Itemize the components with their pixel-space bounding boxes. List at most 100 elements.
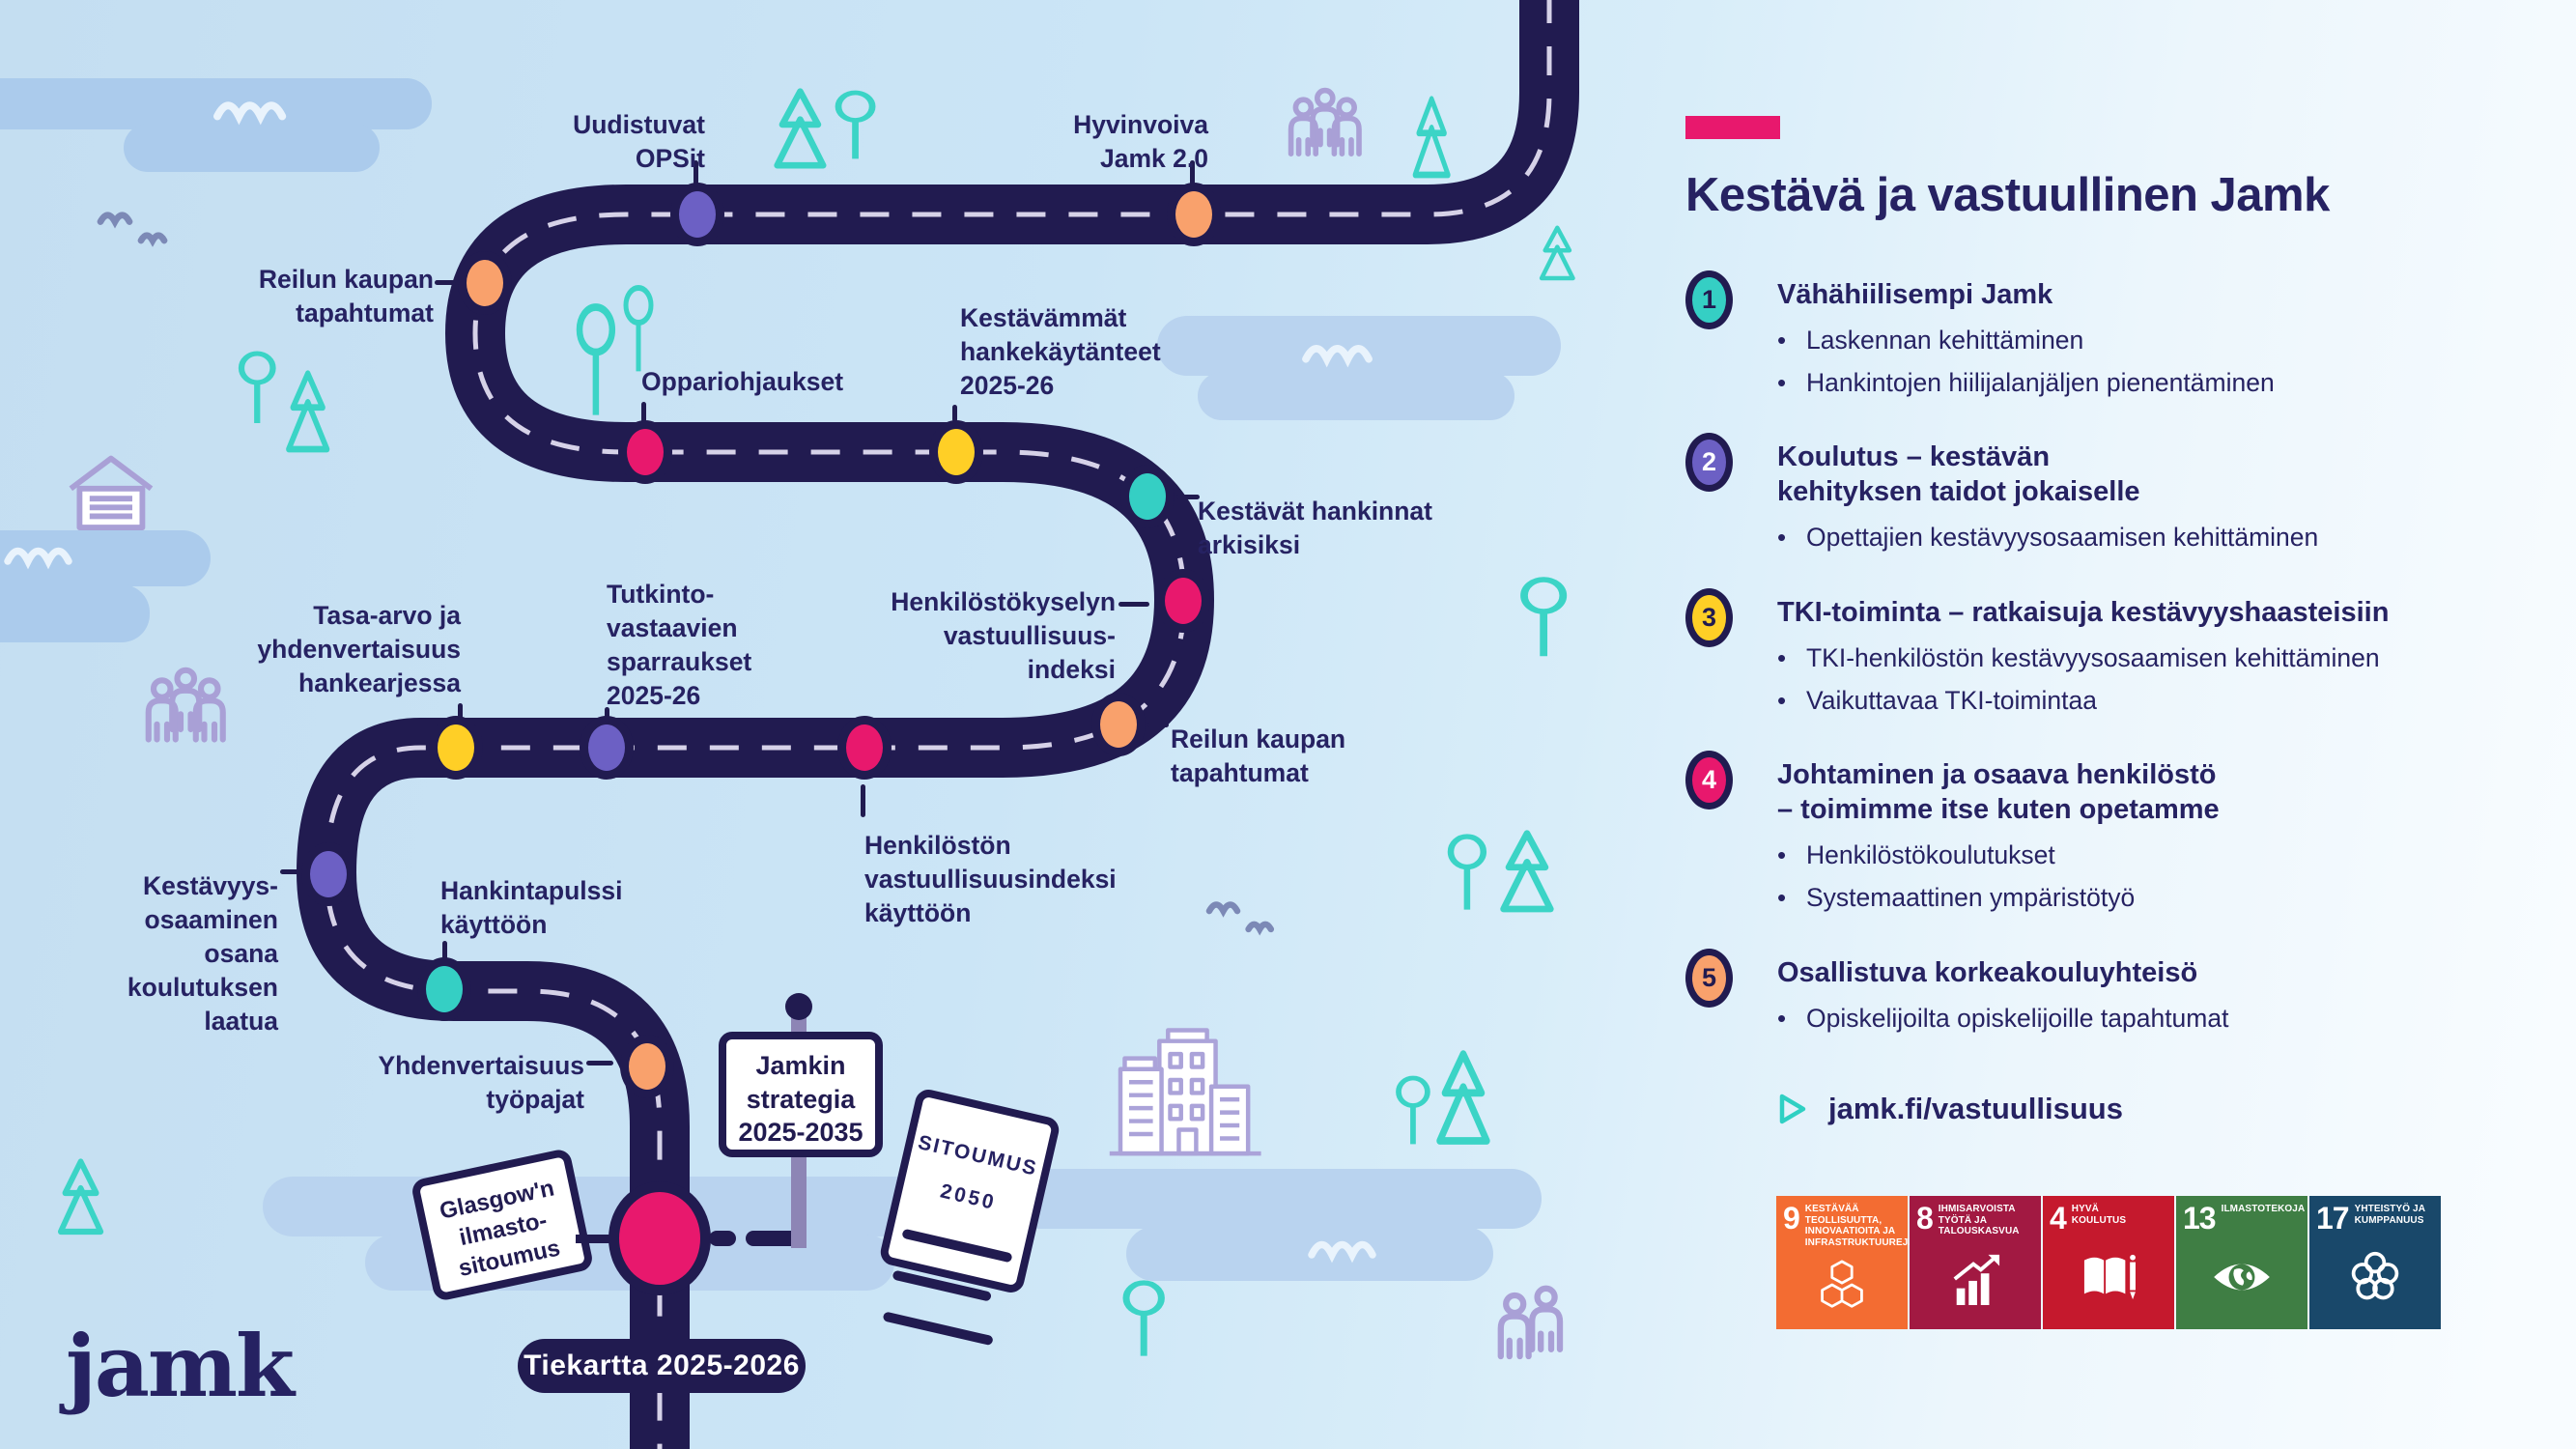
tick bbox=[694, 160, 698, 187]
tick bbox=[1190, 160, 1195, 187]
milestone-dot bbox=[580, 716, 634, 780]
goal-heading: TKI-toiminta – ratkaisuja kestävyyshaast… bbox=[1777, 596, 2390, 628]
cloud-mid-right bbox=[1157, 316, 1561, 420]
goal-item-2: 2 Koulutus – kestävän kehityksen taidot … bbox=[1685, 433, 2487, 553]
goal-number: 5 bbox=[1701, 962, 1717, 992]
tree-icon bbox=[1504, 834, 1551, 909]
sdg-growth-chart-icon bbox=[1953, 1255, 2000, 1306]
jamk-logo: jamk bbox=[66, 1316, 295, 1416]
road-dash bbox=[746, 1231, 806, 1246]
milestone-dot bbox=[417, 957, 471, 1021]
milestone-label: Tasa-arvo ja yhdenvertaisuus hankearjess… bbox=[257, 601, 461, 697]
buildings-icon bbox=[1110, 1030, 1261, 1153]
tick bbox=[458, 703, 463, 719]
tick bbox=[280, 869, 303, 874]
tree-icon bbox=[1415, 99, 1448, 175]
tree-icon bbox=[289, 374, 327, 449]
milestone-label: Uudistuvat OPSit bbox=[573, 110, 705, 173]
tick bbox=[1147, 723, 1169, 727]
people-pair-icon bbox=[1501, 1289, 1560, 1356]
accent-bar bbox=[1685, 116, 1780, 139]
tick bbox=[641, 402, 646, 423]
sdg-rings-icon bbox=[2351, 1251, 2399, 1300]
bullet-icon: • bbox=[1777, 1003, 1787, 1033]
milestone-dot bbox=[429, 716, 483, 780]
bullet-icon: • bbox=[1777, 685, 1787, 715]
road-centerline bbox=[324, 0, 1552, 1449]
tree-icon bbox=[1542, 228, 1572, 278]
commitment-title: SITOUMUS bbox=[916, 1131, 1040, 1180]
cloud-top-left bbox=[0, 78, 432, 172]
tick bbox=[952, 405, 957, 422]
balloon-tree-icon bbox=[838, 93, 872, 158]
goal-number: 4 bbox=[1701, 765, 1717, 795]
sdg-cubes-icon bbox=[1821, 1260, 1863, 1309]
info-panel: Kestävä ja vastuullinen Jamk 1 Vähähiili… bbox=[1685, 116, 2487, 1329]
roadmap-title-plate: Tiekartta 2025-2026 bbox=[518, 1339, 806, 1393]
goal-bullet: •Opettajien kestävyysosaamisen kehittämi… bbox=[1777, 523, 2319, 553]
road-dash bbox=[709, 1231, 736, 1246]
milestone-label: Yhdenvertaisuus työpajat bbox=[378, 1051, 584, 1114]
milestone-label: Kestävyys- osaaminen osana koulutuksen l… bbox=[127, 871, 278, 1036]
milestone-label: Henkilöstökyselyn vastuullisuus- indeksi bbox=[891, 587, 1116, 684]
play-icon bbox=[1779, 1094, 1806, 1124]
goal-heading: Osallistuva korkeakouluyhteisö bbox=[1777, 956, 2198, 988]
link-text: jamk.fi/vastuullisuus bbox=[1828, 1091, 2123, 1125]
goal-number: 1 bbox=[1701, 285, 1717, 314]
goal-number-badge: 2 bbox=[1685, 433, 1733, 493]
sdg-book-icon bbox=[2083, 1254, 2136, 1300]
road-connector bbox=[576, 1235, 614, 1243]
tree-icon bbox=[61, 1162, 100, 1233]
bullet-icon: • bbox=[1777, 368, 1787, 398]
milestone-label: Hyvinvoiva Jamk 2.0 bbox=[1073, 110, 1208, 173]
goal-item-3: 3 TKI-toiminta – ratkaisuja kestävyyshaa… bbox=[1685, 587, 2487, 716]
junction-dot bbox=[609, 1181, 711, 1295]
people-group-icon bbox=[1291, 91, 1359, 155]
milestone-dot bbox=[1120, 465, 1175, 528]
balloon-tree-icon bbox=[1126, 1283, 1161, 1356]
goal-number-badge: 1 bbox=[1685, 270, 1733, 329]
balloon-tree-icon bbox=[1524, 580, 1563, 656]
goal-bullet: •Hankintojen hiilijalanjäljen pienentämi… bbox=[1777, 368, 2275, 398]
balloon-tree-icon bbox=[580, 307, 612, 415]
commitment-year: 2050 bbox=[938, 1179, 999, 1215]
bullet-icon: • bbox=[1777, 523, 1787, 553]
goal-number: 2 bbox=[1701, 447, 1717, 477]
balloon-tree-icon bbox=[1451, 837, 1484, 910]
goal-number-badge: 4 bbox=[1685, 751, 1733, 810]
milestone-dot bbox=[1091, 693, 1146, 756]
birds-icon bbox=[1209, 905, 1271, 929]
tree-icon bbox=[1440, 1054, 1487, 1141]
people-group-icon bbox=[149, 670, 223, 740]
tick bbox=[586, 1061, 613, 1065]
balloon-tree-icon bbox=[626, 288, 651, 371]
birds-icon bbox=[100, 215, 164, 241]
milestone-label: Henkilöstön vastuullisuusindeksi käyttöö… bbox=[864, 831, 1117, 927]
tick bbox=[605, 707, 609, 723]
goal-bullet: •Laskennan kehittäminen bbox=[1777, 325, 2084, 355]
house-icon bbox=[71, 459, 151, 527]
goal-number-badge: 3 bbox=[1685, 587, 1733, 647]
milestone-label: Reilun kaupan tapahtumat bbox=[258, 265, 434, 327]
milestone-dot bbox=[1156, 569, 1210, 633]
goal-bullet: •Vaikuttavaa TKI-toimintaa bbox=[1777, 685, 2097, 715]
goal-bullet: •Henkilöstökoulutukset bbox=[1777, 840, 2055, 870]
milestone-dot bbox=[670, 183, 724, 246]
page-title: Kestävä ja vastuullinen Jamk bbox=[1685, 169, 2330, 221]
balloon-tree-icon bbox=[1399, 1078, 1428, 1144]
tick bbox=[1118, 602, 1149, 607]
milestone-dot bbox=[620, 1035, 674, 1098]
tick bbox=[1176, 495, 1200, 499]
goal-number-badge: 5 bbox=[1685, 948, 1733, 1008]
milestone-label: Reilun kaupan tapahtumat bbox=[1171, 724, 1346, 787]
goal-heading: Vähähiilisempi Jamk bbox=[1777, 279, 2053, 310]
responsibility-link[interactable]: jamk.fi/vastuullisuus bbox=[1778, 1092, 2487, 1126]
jamk-strategy-sign: Jamkin strategia 2025-2035 bbox=[719, 1032, 883, 1157]
